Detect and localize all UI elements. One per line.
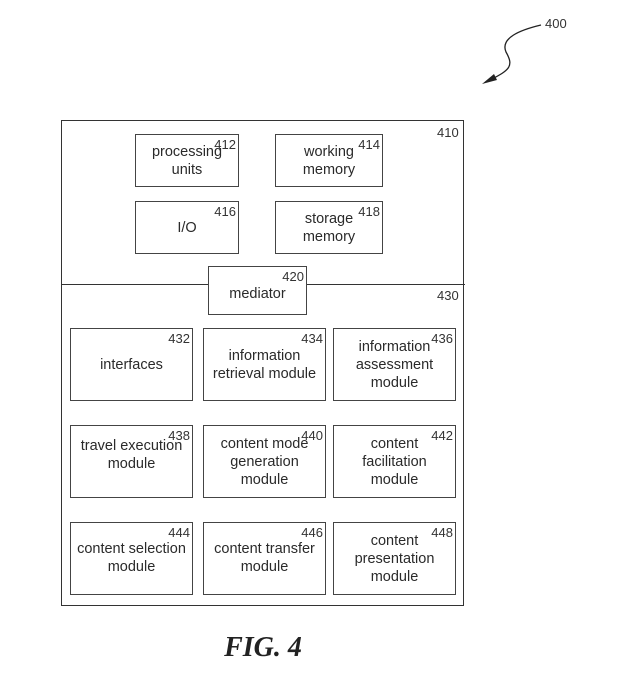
component-ref: 418 <box>358 204 380 219</box>
module-ref: 446 <box>301 525 323 540</box>
content-presentation-module-box: 448 content presentation module <box>333 522 456 595</box>
component-ref: 414 <box>358 137 380 152</box>
mediator-label: mediator <box>229 285 286 302</box>
component-ref: 416 <box>214 204 236 219</box>
module-ref: 448 <box>431 525 453 540</box>
interfaces-box: 432 interfaces <box>70 328 193 401</box>
travel-execution-module-box: 438 travel execution module <box>70 425 193 498</box>
content-transfer-module-box: 446 content transfer module <box>203 522 326 595</box>
device-box <box>61 120 464 606</box>
module-ref: 440 <box>301 428 323 443</box>
mediator-box: 420 mediator <box>208 266 307 315</box>
component-ref: 412 <box>214 137 236 152</box>
figure-caption: FIG. 4 <box>224 632 302 663</box>
working-memory-box: 414 working memory <box>275 134 383 187</box>
module-label: information retrieval module <box>212 347 317 382</box>
content-selection-module-box: 444 content selection module <box>70 522 193 595</box>
component-label: I/O <box>177 219 197 236</box>
module-label: content presentation module <box>354 532 435 585</box>
information-assessment-module-box: 436 information assessment module <box>333 328 456 401</box>
module-ref: 436 <box>431 331 453 346</box>
content-facilitation-module-box: 442 content facilitation module <box>333 425 456 498</box>
module-label: content transfer module <box>214 540 315 575</box>
modules-section-ref: 430 <box>437 288 459 303</box>
component-label: processing units <box>151 143 223 178</box>
mediator-ref: 420 <box>282 269 304 284</box>
module-ref: 438 <box>168 428 190 443</box>
processing-units-box: 412 processing units <box>135 134 239 187</box>
io-box: 416 I/O <box>135 201 239 254</box>
module-label: content facilitation module <box>362 435 427 488</box>
module-ref: 434 <box>301 331 323 346</box>
content-mode-generation-module-box: 440 content mode generation module <box>203 425 326 498</box>
module-label: content selection module <box>77 540 186 575</box>
information-retrieval-module-box: 434 information retrieval module <box>203 328 326 401</box>
module-ref: 442 <box>431 428 453 443</box>
module-ref: 432 <box>168 331 190 346</box>
module-ref: 444 <box>168 525 190 540</box>
storage-memory-box: 418 storage memory <box>275 201 383 254</box>
module-label: interfaces <box>100 356 163 373</box>
reference-arrow-icon <box>482 24 542 84</box>
module-label: travel execution module <box>80 437 183 472</box>
module-label: information assessment module <box>355 338 434 391</box>
component-label: storage memory <box>302 210 356 245</box>
component-label: working memory <box>302 143 356 178</box>
figure-reference-number: 400 <box>545 16 567 31</box>
system-ref: 410 <box>437 125 459 140</box>
module-label: content mode generation module <box>220 435 309 488</box>
